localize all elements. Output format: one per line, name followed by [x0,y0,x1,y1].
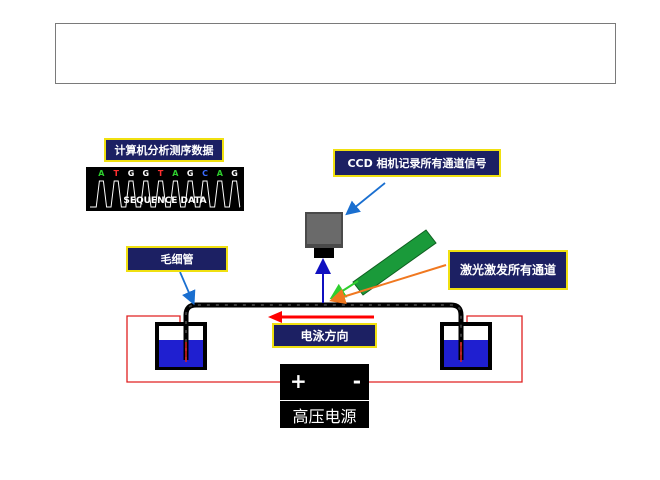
label-capillary: 毛细管 [126,246,228,272]
sequence-base-8: A [217,169,224,178]
ccd-camera-icon [305,212,343,258]
sequence-base-6: G [187,169,194,178]
sequence-base-0: A [98,169,105,178]
plus-terminal: + [290,369,307,393]
minus-terminal: - [352,369,361,393]
sequence-base-3: G [143,169,150,178]
sequence-data-caption: SEQUENCE DATA [123,196,207,206]
capillary-tube-icon [183,302,464,362]
sequence-base-4: T [158,169,164,178]
sequence-base-2: G [128,169,135,178]
power-supply-icon: + - [280,364,369,400]
label-high-voltage-power: 高压电源 [280,401,369,428]
sequence-base-5: A [172,169,179,178]
label-laser-excite-all: 激光激发所有通道 [448,250,568,290]
label-computer-analysis: 计算机分析测序数据 [104,138,224,162]
label-electrophoresis-direction: 电泳方向 [272,323,377,348]
ccd-pointer-arrow [345,182,386,216]
electrophoresis-direction-arrow [268,311,374,323]
title-placeholder-box [55,23,616,84]
sequence-base-1: T [113,169,119,178]
sequence-base-9: G [231,169,238,178]
laser-beam-arrow [329,280,359,300]
buffer-reservoir-icon [155,322,207,370]
capillary-pointer-arrow [179,271,196,306]
label-ccd-camera: CCD 相机记录所有通道信号 [333,149,501,177]
chromatogram-trace [90,180,241,208]
buffer-reservoir-icon [440,322,492,370]
sequence-base-7: C [202,169,208,178]
excitation-pointer-arrow [329,264,447,305]
laser-device-icon [352,229,437,296]
